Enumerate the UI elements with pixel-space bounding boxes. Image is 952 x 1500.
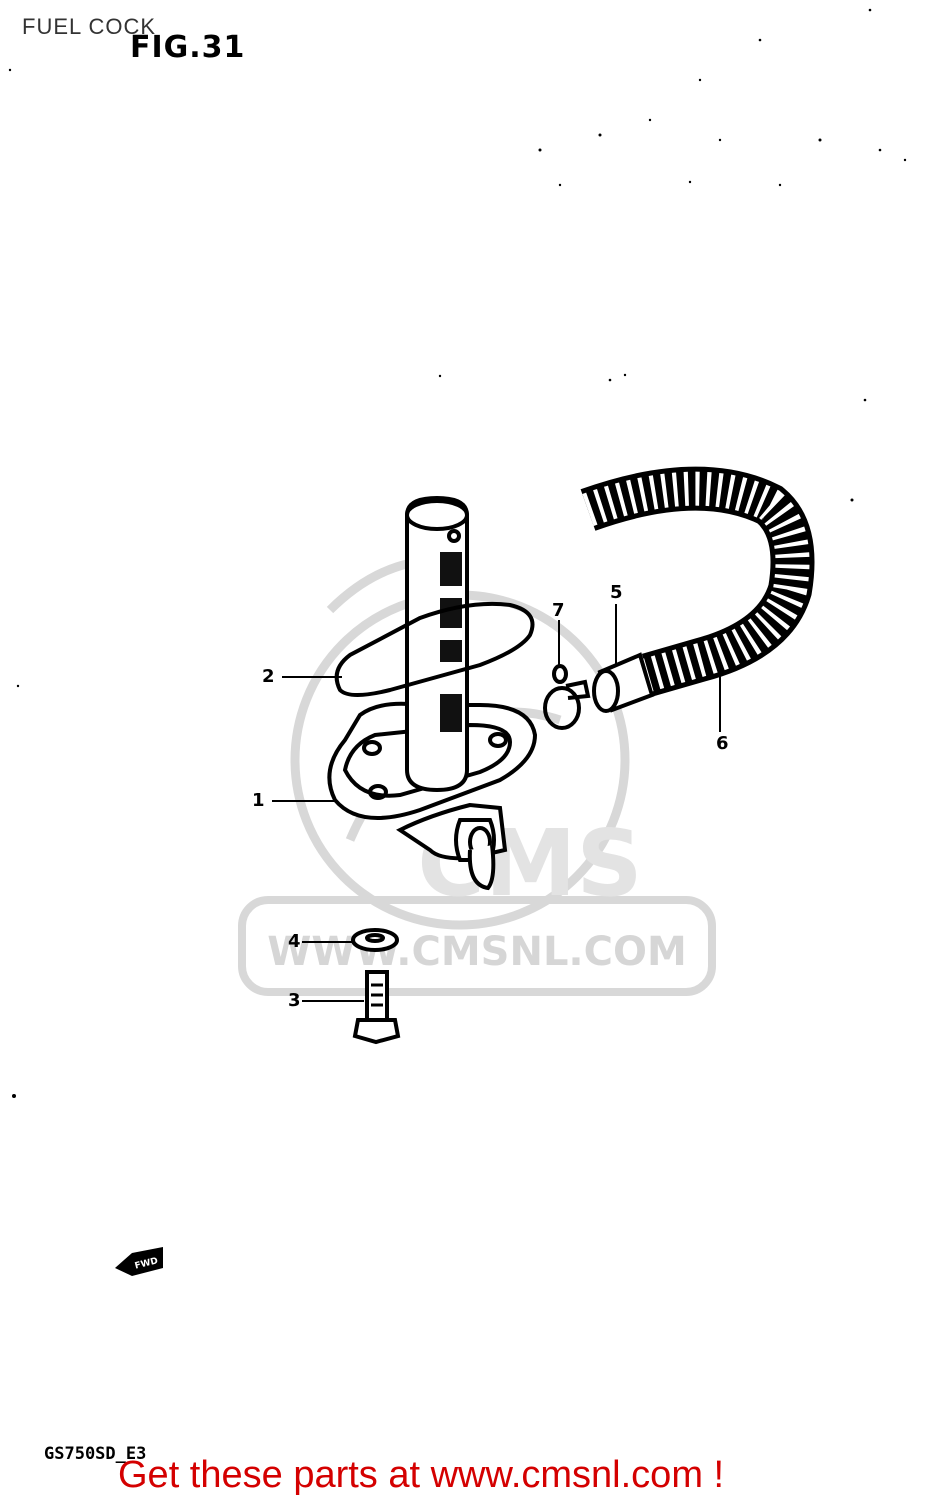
figure-label: FIG.31 xyxy=(130,30,246,65)
scan-speckles xyxy=(8,8,907,1098)
part-2-gasket xyxy=(334,601,535,697)
part-1-filter-screens xyxy=(440,552,462,732)
forward-arrow-icon xyxy=(115,1247,163,1276)
page-title: FUEL COCK xyxy=(22,14,157,39)
callout-1: 1 xyxy=(252,790,265,811)
part-6-fuel-hose-ribs xyxy=(582,471,810,692)
callout-4: 4 xyxy=(288,931,301,952)
callout-3: 3 xyxy=(288,990,301,1011)
callout-5: 5 xyxy=(610,582,623,603)
watermark-banner xyxy=(238,896,716,996)
model-code: GS750SD_E3 xyxy=(44,1444,147,1464)
cta-link[interactable]: Get these parts at www.cmsnl.com ! xyxy=(118,1454,725,1496)
callout-6: 6 xyxy=(716,733,729,754)
part-5-hose-end xyxy=(592,652,655,713)
leader-lines xyxy=(272,604,721,1002)
part-7-clamp xyxy=(543,664,591,730)
watermark-text: WWW.CMSNL.COM xyxy=(267,929,687,975)
part-4-washer xyxy=(351,928,399,952)
callout-2: 2 xyxy=(262,666,275,687)
callout-7: 7 xyxy=(552,600,565,621)
part-1-fuel-cock xyxy=(327,495,538,891)
part-3-bolt xyxy=(352,970,401,1045)
